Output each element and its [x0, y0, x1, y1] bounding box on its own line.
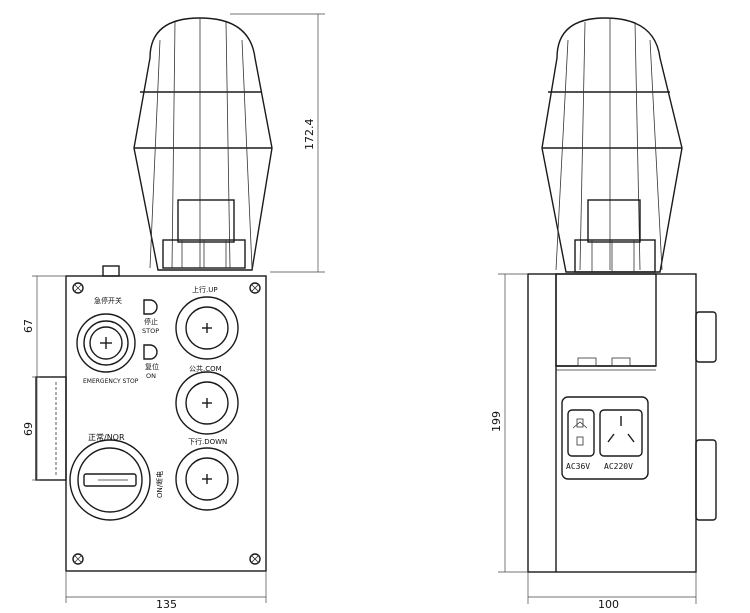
- dim-lower: 69: [22, 422, 35, 436]
- side-dim-height: 199: [490, 411, 503, 432]
- up-label: 上行.UP: [192, 285, 218, 294]
- front-lamp-cage: [133, 17, 273, 271]
- common-button: 公共.COM: [175, 364, 239, 435]
- reset-label-cn: 复位: [145, 362, 159, 371]
- side-view: AC36V AC220V 199 100: [490, 17, 717, 611]
- dim-height-total: 172.4: [303, 119, 316, 151]
- dim-upper: 67: [22, 319, 35, 333]
- common-label: 公共.COM: [189, 364, 222, 373]
- stop-label-en: STOP: [142, 327, 159, 335]
- selector-switch: 正常/NOR ON/断电: [69, 433, 164, 521]
- emergency-label-cn: 急停开关: [94, 296, 122, 305]
- stop-reset-legend: 停止 STOP 复位 ON: [142, 299, 159, 380]
- emergency-stop-button: 急停开关 EMERGENCY STOP: [76, 296, 139, 385]
- socket-panel: AC36V AC220V: [561, 396, 649, 480]
- left-side-protrusion: [35, 376, 67, 481]
- front-enclosure: [65, 275, 267, 572]
- emergency-label-en: EMERGENCY STOP: [83, 378, 139, 385]
- side-enclosure: [527, 273, 697, 573]
- front-view: 172.4 急停开关 EMERGENCY STOP 停止 STOP: [22, 13, 325, 611]
- down-label: 下行.DOWN: [188, 437, 227, 446]
- side-dim-width: 100: [598, 598, 619, 611]
- nor-label: 正常/NOR: [88, 433, 125, 442]
- corner-screws: [72, 282, 261, 565]
- reset-label-en: ON: [146, 372, 156, 380]
- down-button: 下行.DOWN: [175, 437, 239, 511]
- stop-label-cn: 停止: [144, 317, 158, 326]
- side-lamp-cage: [541, 17, 683, 273]
- on-label: ON/断电: [155, 471, 164, 498]
- up-button: 上行.UP: [175, 285, 239, 360]
- socket-left-label: AC36V: [566, 462, 590, 471]
- socket-right-label: AC220V: [604, 462, 633, 471]
- dim-width: 135: [156, 598, 177, 611]
